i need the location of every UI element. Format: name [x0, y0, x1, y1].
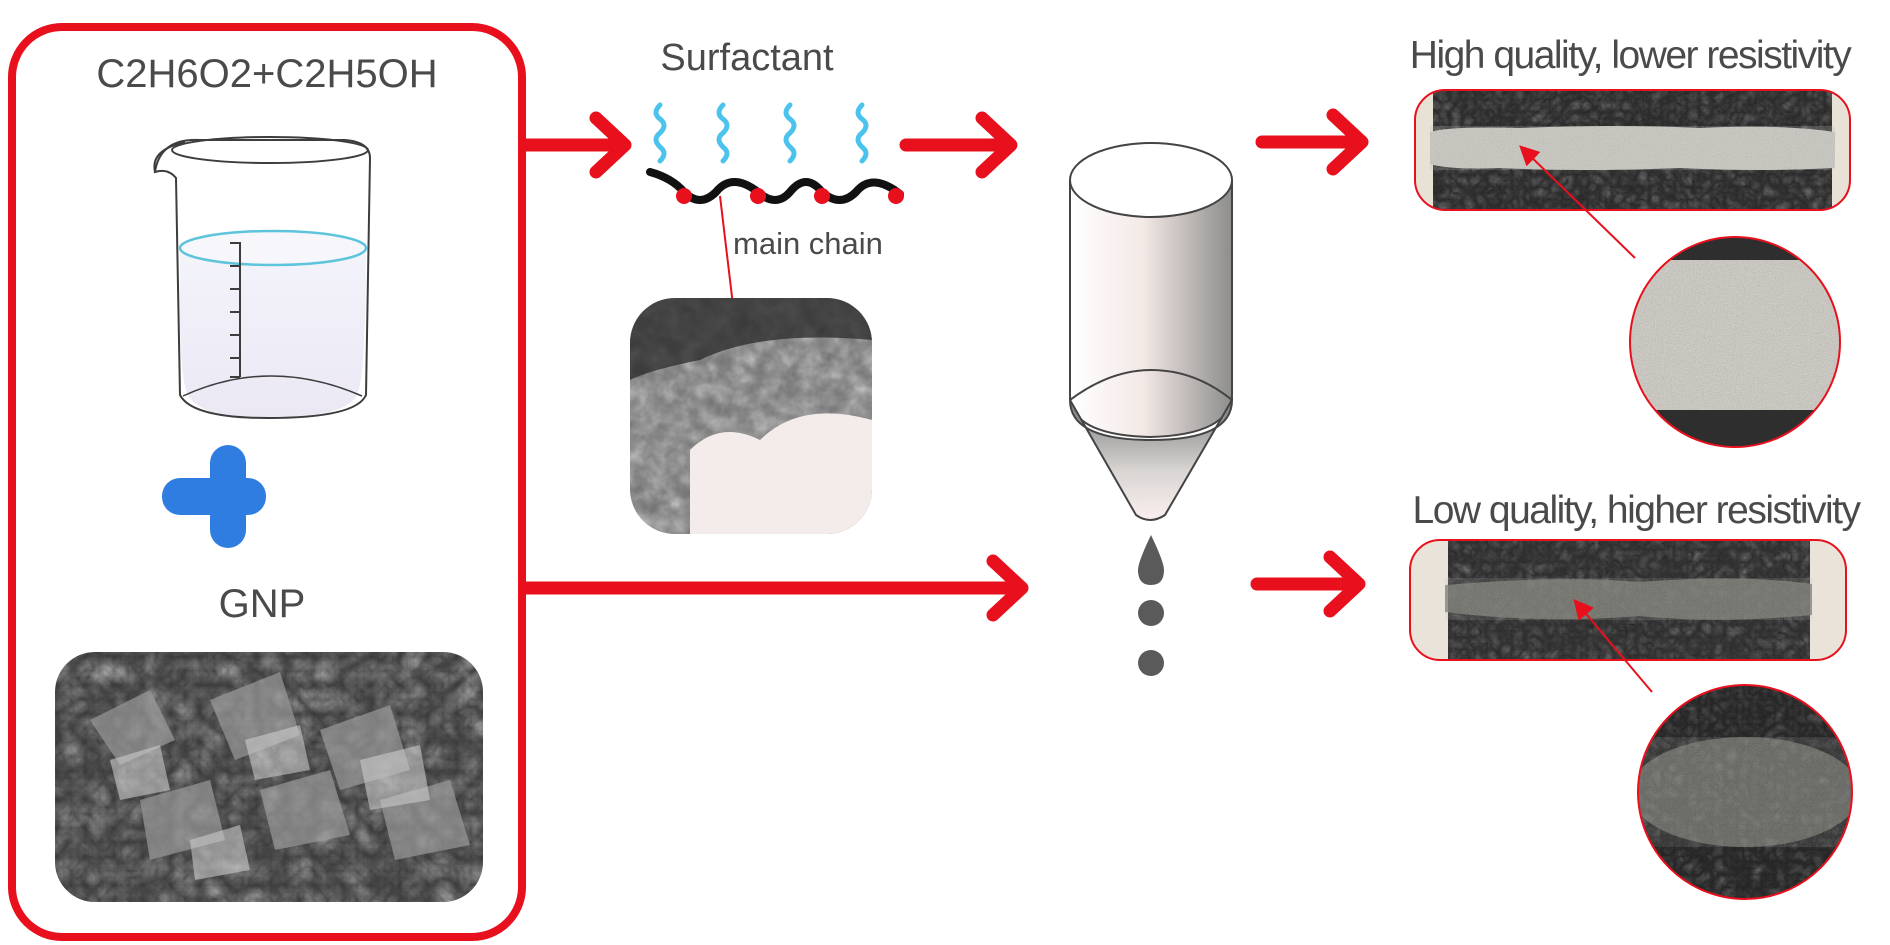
- high-quality-zoom-frame: [1629, 236, 1841, 448]
- high-quality-trace-image: [1415, 90, 1850, 210]
- low-quality-result: Low quality, higher resistivity: [1409, 489, 1863, 900]
- low-quality-trace-frame: [1409, 539, 1847, 661]
- surfactant-tem-image: [630, 298, 872, 534]
- high-quality-trace-frame: [1414, 89, 1851, 211]
- ink-droplets: [1138, 535, 1164, 676]
- low-quality-trace-image: [1410, 540, 1846, 660]
- main-chain-label: main chain: [733, 226, 883, 261]
- arrow-to-nozzle: [899, 111, 1018, 179]
- low-quality-zoom-image: [1638, 685, 1852, 899]
- surfactant-tails: [653, 102, 869, 164]
- beaker-icon: [153, 136, 372, 420]
- gnp-label: GNP: [219, 582, 306, 626]
- arrow-to-low-quality: [1250, 550, 1366, 618]
- gnp-sem-image: [55, 652, 483, 902]
- surfactant-title: Surfactant: [660, 37, 834, 79]
- high-quality-zoom-pointer: [1519, 145, 1636, 259]
- surfactant-group: Surfactant main chain: [630, 37, 904, 534]
- high-quality-result: High quality, lower resistivity: [1410, 34, 1854, 448]
- arrow-to-surfactant: [519, 111, 632, 179]
- low-quality-zoom-pointer: [1573, 598, 1653, 693]
- high-quality-zoom-image: [1630, 237, 1840, 447]
- surfactant-head-groups: [676, 188, 904, 204]
- solvent-label: C2H6O2+C2H5OH: [96, 52, 437, 96]
- high-quality-label: High quality, lower resistivity: [1410, 34, 1852, 77]
- input-panel: C2H6O2+C2H5OH GNP: [8, 23, 526, 941]
- print-nozzle-icon: [1068, 142, 1234, 521]
- plus-icon: [162, 445, 266, 548]
- arrow-to-high-quality: [1255, 108, 1369, 176]
- arrow-to-nozzle-direct: [519, 554, 1029, 622]
- low-quality-label: Low quality, higher resistivity: [1413, 489, 1862, 532]
- input-panel-border: [8, 23, 526, 941]
- low-quality-zoom-frame: [1637, 684, 1853, 900]
